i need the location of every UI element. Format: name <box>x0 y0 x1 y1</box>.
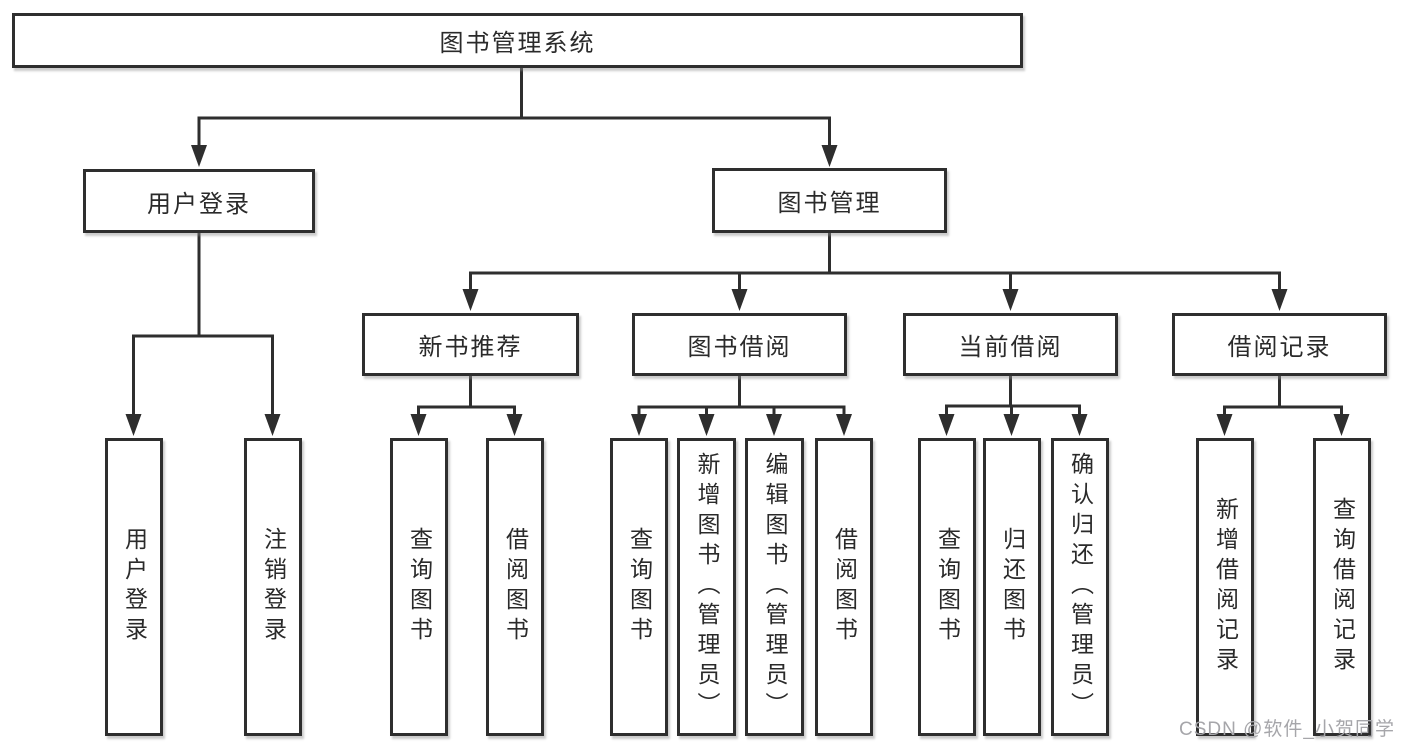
leaf-query-books-borrow: 查询图书 <box>610 438 668 736</box>
leaf-user-login: 用户登录 <box>105 438 163 736</box>
connector-book-mgmt <box>469 231 1281 294</box>
leaf-borrow-books-newbook: 借阅图书 <box>486 438 544 736</box>
node-module-borrow-record: 借阅记录 <box>1172 313 1387 376</box>
leaf-confirm-return-admin: 确认归还（管理员） <box>1051 438 1109 736</box>
node-module-new-book-recommend: 新书推荐 <box>362 313 579 376</box>
node-module-book-borrow: 图书借阅 <box>632 313 847 376</box>
leaf-edit-books-admin: 编辑图书（管理员） <box>745 438 804 736</box>
connector-new-book <box>417 374 516 420</box>
connector-borrow-record <box>1223 374 1343 420</box>
connector-user-login <box>132 231 274 420</box>
leaf-logout-login: 注销登录 <box>244 438 302 736</box>
leaf-query-books-newbook: 查询图书 <box>390 438 448 736</box>
node-branch-book-management: 图书管理 <box>712 168 947 233</box>
leaf-add-books-admin: 新增图书（管理员） <box>677 438 736 736</box>
leaf-query-borrow-record: 查询借阅记录 <box>1313 438 1371 736</box>
node-root-system: 图书管理系统 <box>12 13 1023 68</box>
connector-book-borrow <box>637 374 846 420</box>
node-module-current-borrow: 当前借阅 <box>903 313 1118 376</box>
leaf-return-books: 归还图书 <box>983 438 1041 736</box>
node-branch-user-login: 用户登录 <box>83 169 315 233</box>
leaf-add-borrow-record: 新增借阅记录 <box>1196 438 1254 736</box>
connector-root <box>197 66 831 150</box>
csdn-watermark: CSDN @软件_小贺同学 <box>1179 719 1395 740</box>
leaf-borrow-books: 借阅图书 <box>815 438 873 736</box>
connector-current-borrow <box>945 374 1081 420</box>
leaf-query-books-current: 查询图书 <box>918 438 976 736</box>
